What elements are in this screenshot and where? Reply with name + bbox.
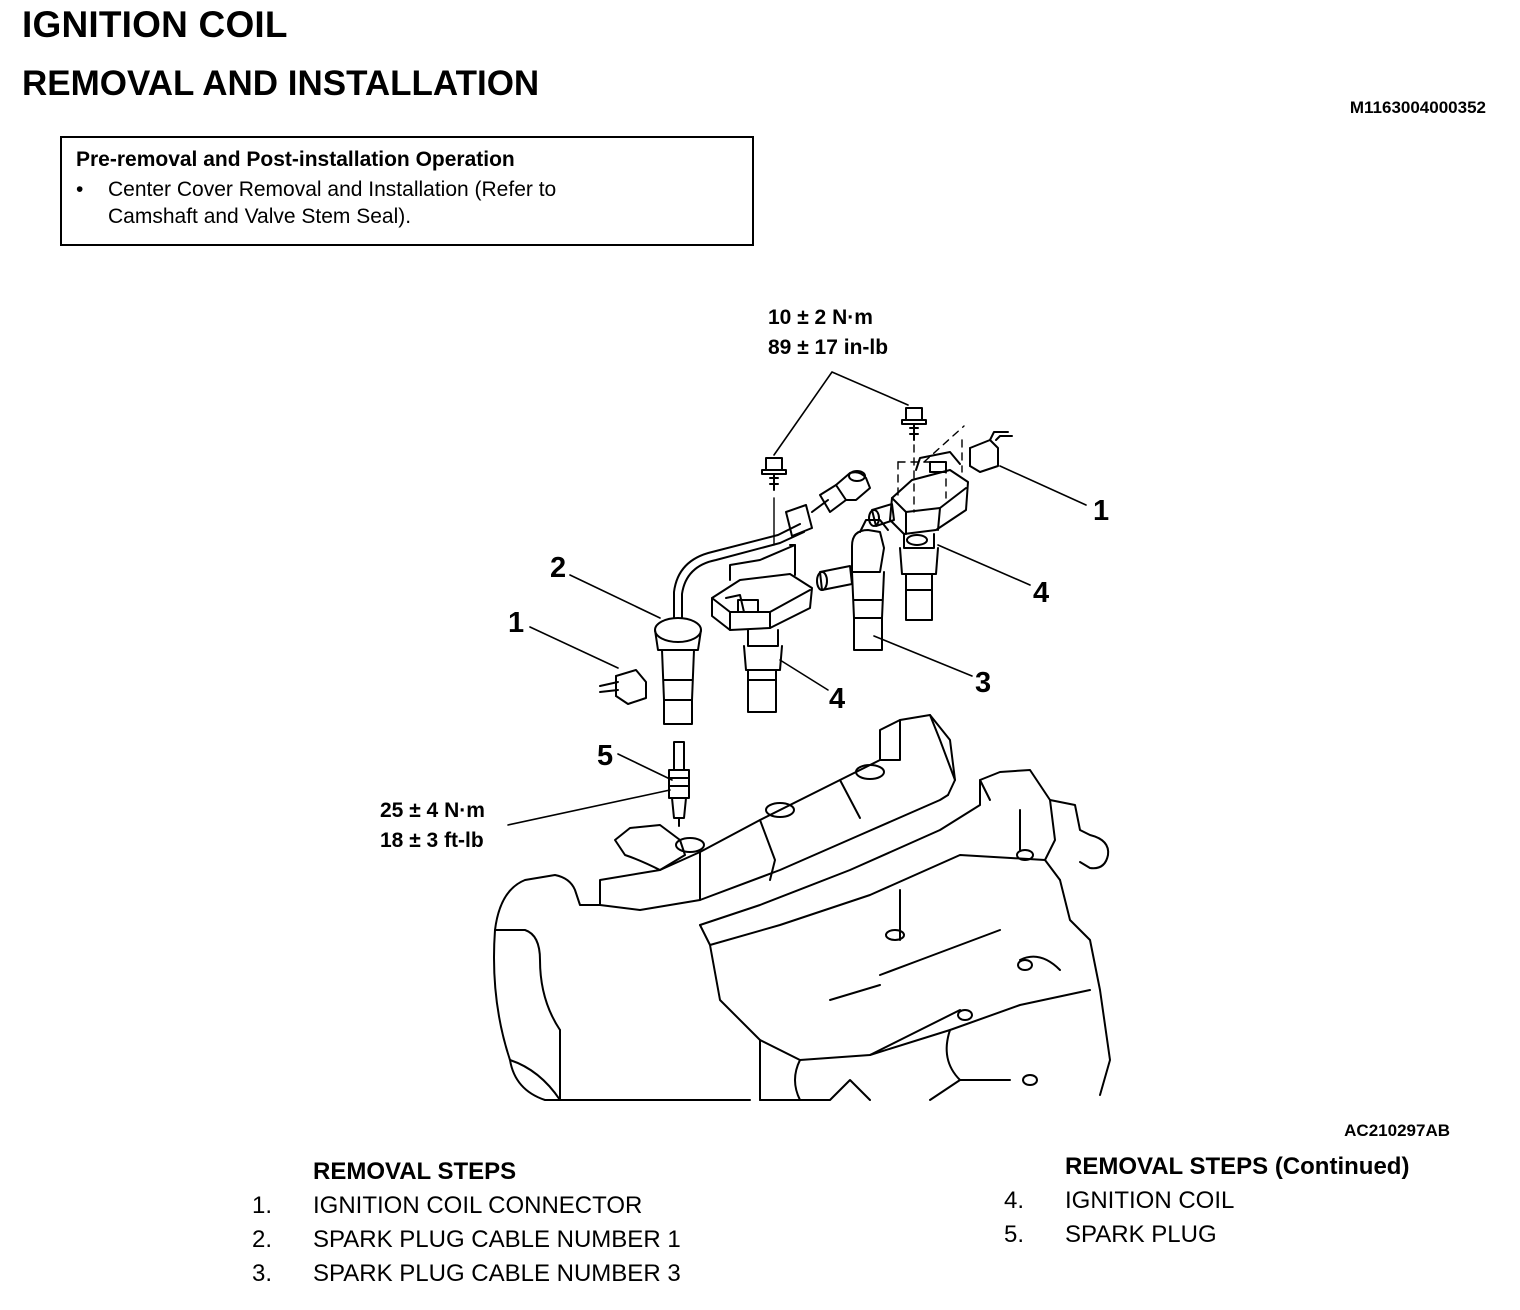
ignition-coil-connector-right-drawing [969,431,1013,473]
step-number: 5. [1004,1221,1025,1248]
torque-plug-line-2: 18 ± 3 ft-lb [380,829,484,852]
step-label: SPARK PLUG [1065,1221,1217,1248]
ignition-coil-left-drawing [711,544,813,713]
pre-removal-line-1: Center Cover Removal and Installation (R… [108,178,557,201]
ignition-coil-right-drawing [868,451,969,621]
removal-steps-continued-title: REMOVAL STEPS (Continued) [1065,1153,1410,1180]
spark-plug-drawing [668,741,690,827]
page-subtitle: REMOVAL AND INSTALLATION [22,64,540,103]
torque-bolt-line-1: 10 ± 2 N·m [768,306,873,329]
callout-1-right: 1 [1093,495,1109,527]
step-number: 4. [1004,1187,1025,1214]
callout-3: 3 [975,667,991,699]
engine-head-drawing [493,714,1111,1101]
pre-removal-title: Pre-removal and Post-installation Operat… [76,148,515,171]
step-label: SPARK PLUG CABLE NUMBER 1 [313,1226,681,1253]
callout-4-left: 4 [829,683,845,715]
step-number: 2. [252,1226,273,1253]
torque-bolt-line-2: 89 ± 17 in-lb [768,336,888,359]
document-id: M1163004000352 [1349,98,1486,117]
callout-1-left: 1 [508,607,524,639]
ignition-coil-connector-left-drawing [599,669,647,705]
step-number: 3. [252,1260,273,1287]
bullet-icon: • [76,178,84,201]
step-label: IGNITION COIL CONNECTOR [313,1192,643,1219]
alignment-lines [897,425,965,513]
torque-plug-line-1: 25 ± 4 N·m [380,799,485,822]
bolt-left-drawing [761,457,787,546]
spark-plug-cable-3-drawing [816,519,889,651]
step-label: IGNITION COIL [1065,1187,1235,1214]
leader-lines [507,371,1087,826]
callout-4-right: 4 [1033,577,1049,609]
pre-removal-box: Pre-removal and Post-installation Operat… [60,136,754,246]
page-title: IGNITION COIL [22,4,288,45]
step-label: SPARK PLUG CABLE NUMBER 3 [313,1260,681,1287]
callout-2: 2 [550,552,566,584]
figure-id: AC210297AB [1344,1121,1450,1140]
pre-removal-line-2: Camshaft and Valve Stem Seal). [108,205,412,228]
step-number: 1. [252,1192,273,1219]
removal-steps-title: REMOVAL STEPS [313,1158,517,1185]
callout-5: 5 [597,740,613,772]
bolt-right-drawing [901,407,927,441]
spark-plug-cable-1-drawing [654,470,871,725]
